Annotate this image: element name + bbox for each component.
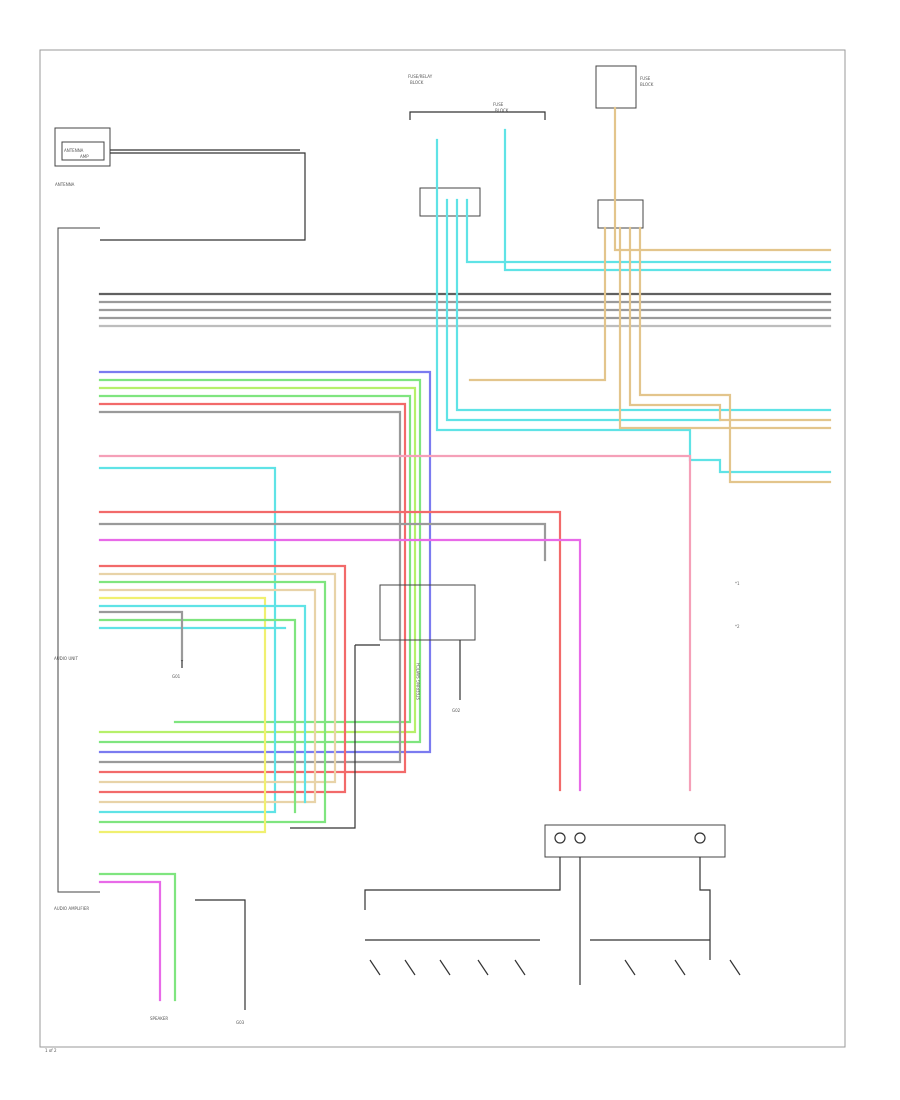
cyan-wires [435, 128, 832, 474]
steering-switch-component: STEERING SWITCH [290, 584, 476, 829]
ground-b-symbol: G02 [452, 690, 461, 713]
gray-bus [98, 292, 832, 328]
amplifier-wires: SPEAKER [98, 872, 246, 1021]
side-note-2: *2 [735, 624, 740, 629]
audio-harness [98, 370, 692, 834]
top-conn-b-label-2: BLOCK [495, 108, 509, 113]
right-top-box: FUSE BLOCK [595, 65, 654, 229]
bottom-switches [364, 857, 741, 985]
ground-a-label: G01 [172, 674, 181, 679]
top-bus [409, 111, 546, 120]
steering-switch-label: STEERING SWITCH [416, 663, 421, 700]
top-conn-b-label: FUSE [493, 102, 504, 107]
top-conn-a-label: FUSE/RELAY [408, 74, 433, 79]
audio-unit-label: AUDIO UNIT [54, 656, 78, 661]
ground-b-label: G02 [452, 708, 461, 713]
bottom-connector [544, 824, 726, 858]
top-conn-a-label-2: BLOCK [410, 80, 424, 85]
antenna-component: ANTENNA AMP ANTENNA [54, 127, 111, 187]
antenna-cable [100, 152, 306, 241]
ground-a-symbol: G01 [172, 660, 183, 679]
antenna-amp-label-2: AMP [80, 154, 89, 159]
speaker-label: SPEAKER [150, 1016, 168, 1021]
page-number: 1 of 2 [45, 1048, 57, 1053]
ground-c-label: G03 [236, 1020, 245, 1025]
audio-unit-component: AUDIO UNIT AUDIO AMPLIFIER [54, 227, 100, 911]
side-note-1: *1 [735, 581, 740, 586]
antenna-label: ANTENNA [55, 182, 75, 187]
antenna-amp-label: ANTENNA [64, 148, 84, 153]
diagram-frame [39, 49, 846, 1048]
top-connector-a: FUSE/RELAY BLOCK [408, 74, 481, 217]
right-box-label-2: BLOCK [640, 82, 654, 87]
tan-wires [468, 106, 832, 484]
ground-c-symbol: G03 [236, 905, 246, 1025]
side-note: *1 *2 [735, 581, 740, 629]
audio-amp-label: AUDIO AMPLIFIER [54, 906, 89, 911]
right-box-label: FUSE [640, 76, 651, 81]
top-connector-b: FUSE BLOCK [493, 102, 509, 113]
